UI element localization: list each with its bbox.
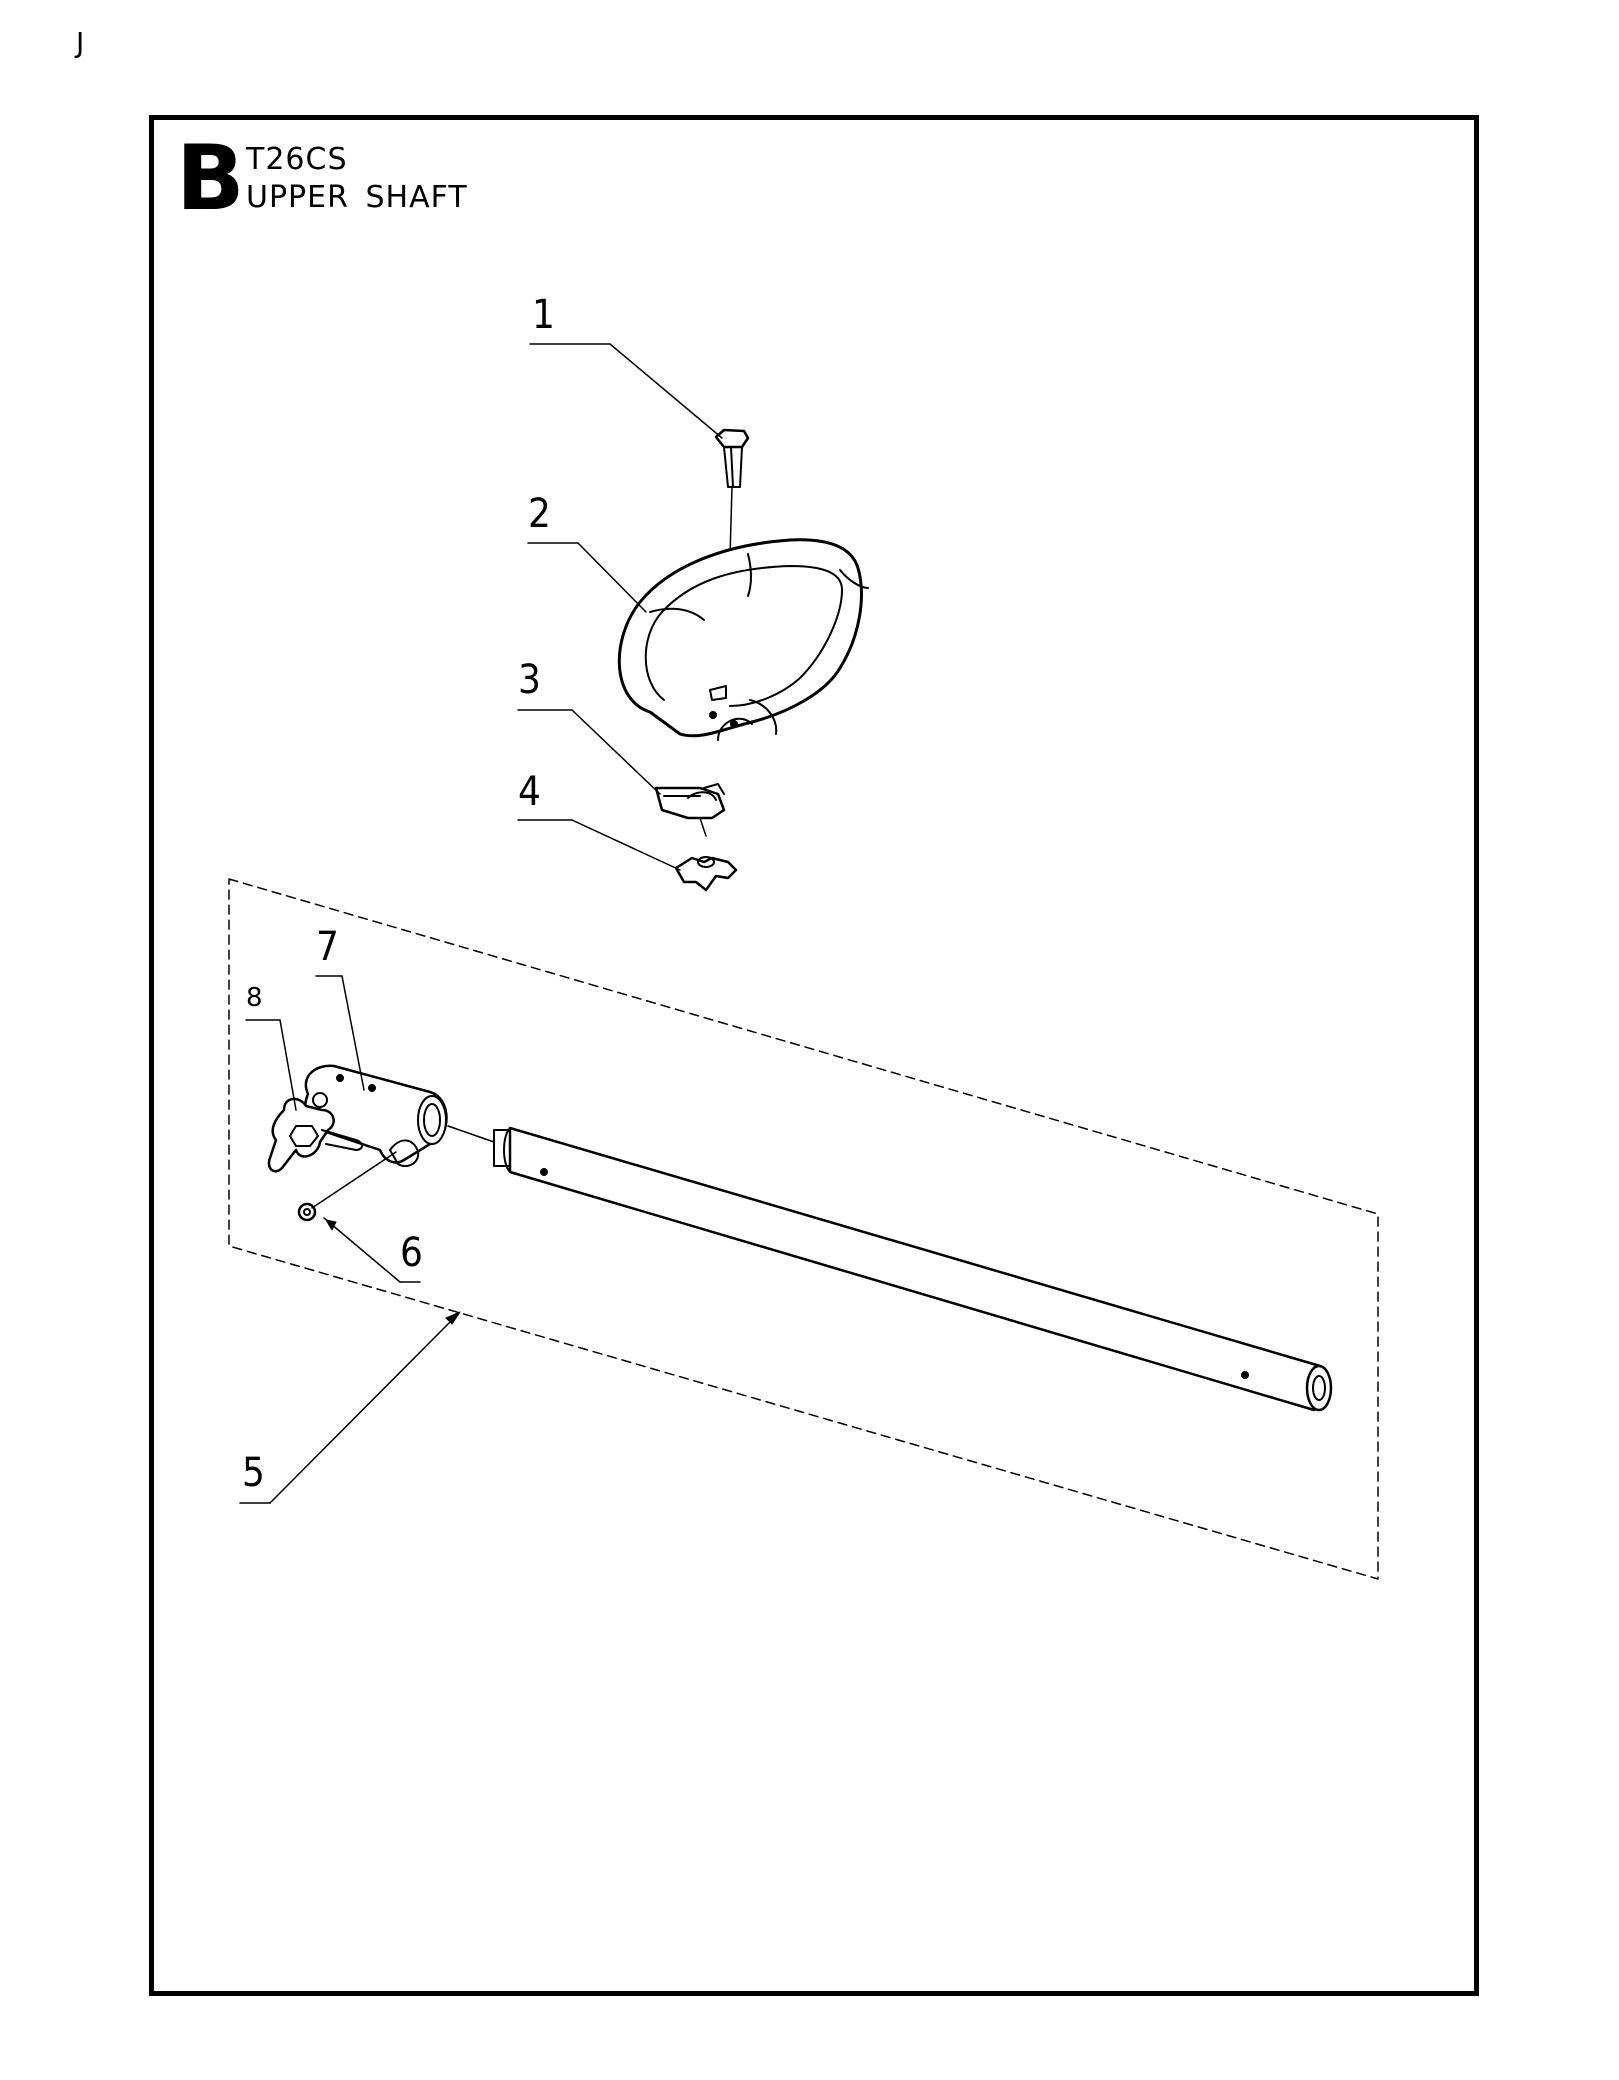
callout-2: 2 [528,491,551,537]
part-coupling [304,1064,448,1168]
corner-mark: J [76,26,85,59]
part-wing-nut [674,856,738,892]
callout-3: 3 [518,657,541,703]
callout-4: 4 [518,769,541,815]
part-small-screw [297,1202,317,1222]
section-letter: B [176,126,245,231]
callout-7: 7 [316,924,339,970]
callout-6: 6 [400,1230,423,1276]
callout-5: 5 [242,1450,265,1496]
callout-1: 1 [532,292,555,338]
part-loop-handle [617,538,869,741]
part-clamp [654,783,726,837]
part-knob [267,1097,363,1173]
model-name: T26CS [246,142,348,177]
part-shaft-tube [447,1125,1333,1412]
callout-8: 8 [246,983,263,1013]
leader-lines [239,343,723,1504]
diagram-title: UPPER SHAFT [246,180,468,215]
diagram-frame [149,115,1479,1996]
